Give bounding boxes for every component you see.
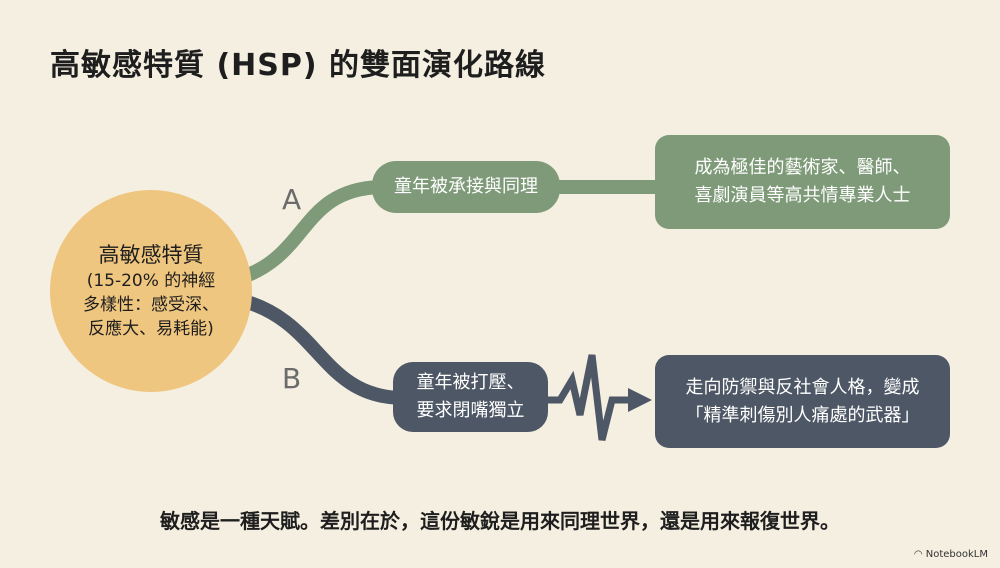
result-text: 喜劇演員等高共情專業人士 bbox=[694, 185, 911, 206]
hsp-trait-node: 高敏感特質 (15-20% 的神經 多樣性：感受深、 反應大、易耗能) bbox=[50, 190, 252, 392]
result-text: 走向防禦與反社會人格，變成 bbox=[685, 376, 920, 398]
path-b-connector bbox=[238, 293, 401, 405]
conclusion-text: 敏感是一種天賦。差別在於，這份敏銳是用來同理世界，還是用來報復世界。 bbox=[160, 509, 840, 533]
brand-text: NotebookLM bbox=[925, 549, 988, 560]
center-line: 多樣性：感受深、 bbox=[83, 295, 219, 315]
step-text: 童年被承接與同理 bbox=[394, 176, 538, 197]
path-a-result: 成為極佳的藝術家、醫師、 喜劇演員等高共情專業人士 bbox=[655, 135, 950, 229]
arrow-head-icon bbox=[628, 388, 652, 412]
path-b-label: B bbox=[282, 362, 302, 395]
path-b-result: 走向防禦與反社會人格，變成 「精準刺傷別人痛處的武器」 bbox=[655, 355, 950, 448]
brand-watermark: ◠ NotebookLM bbox=[913, 549, 988, 560]
path-a-label: A bbox=[282, 183, 302, 216]
path-a-step: 童年被承接與同理 bbox=[372, 161, 560, 213]
path-a-connector bbox=[237, 180, 660, 285]
step-text: 要求閉嘴獨立 bbox=[416, 400, 525, 421]
center-line: 反應大、易耗能) bbox=[88, 319, 214, 339]
center-heading: 高敏感特質 bbox=[98, 243, 204, 267]
path-b-step: 童年被打壓、 要求閉嘴獨立 bbox=[393, 362, 548, 432]
result-text: 成為極佳的藝術家、醫師、 bbox=[694, 157, 911, 178]
zigzag-connector bbox=[545, 354, 632, 441]
center-line: (15-20% 的神經 bbox=[86, 271, 216, 291]
result-text: 「精準刺傷別人痛處的武器」 bbox=[685, 404, 920, 426]
page-title: 高敏感特質 (HSP) 的雙面演化路線 bbox=[50, 48, 547, 83]
step-text: 童年被打壓、 bbox=[416, 372, 525, 393]
